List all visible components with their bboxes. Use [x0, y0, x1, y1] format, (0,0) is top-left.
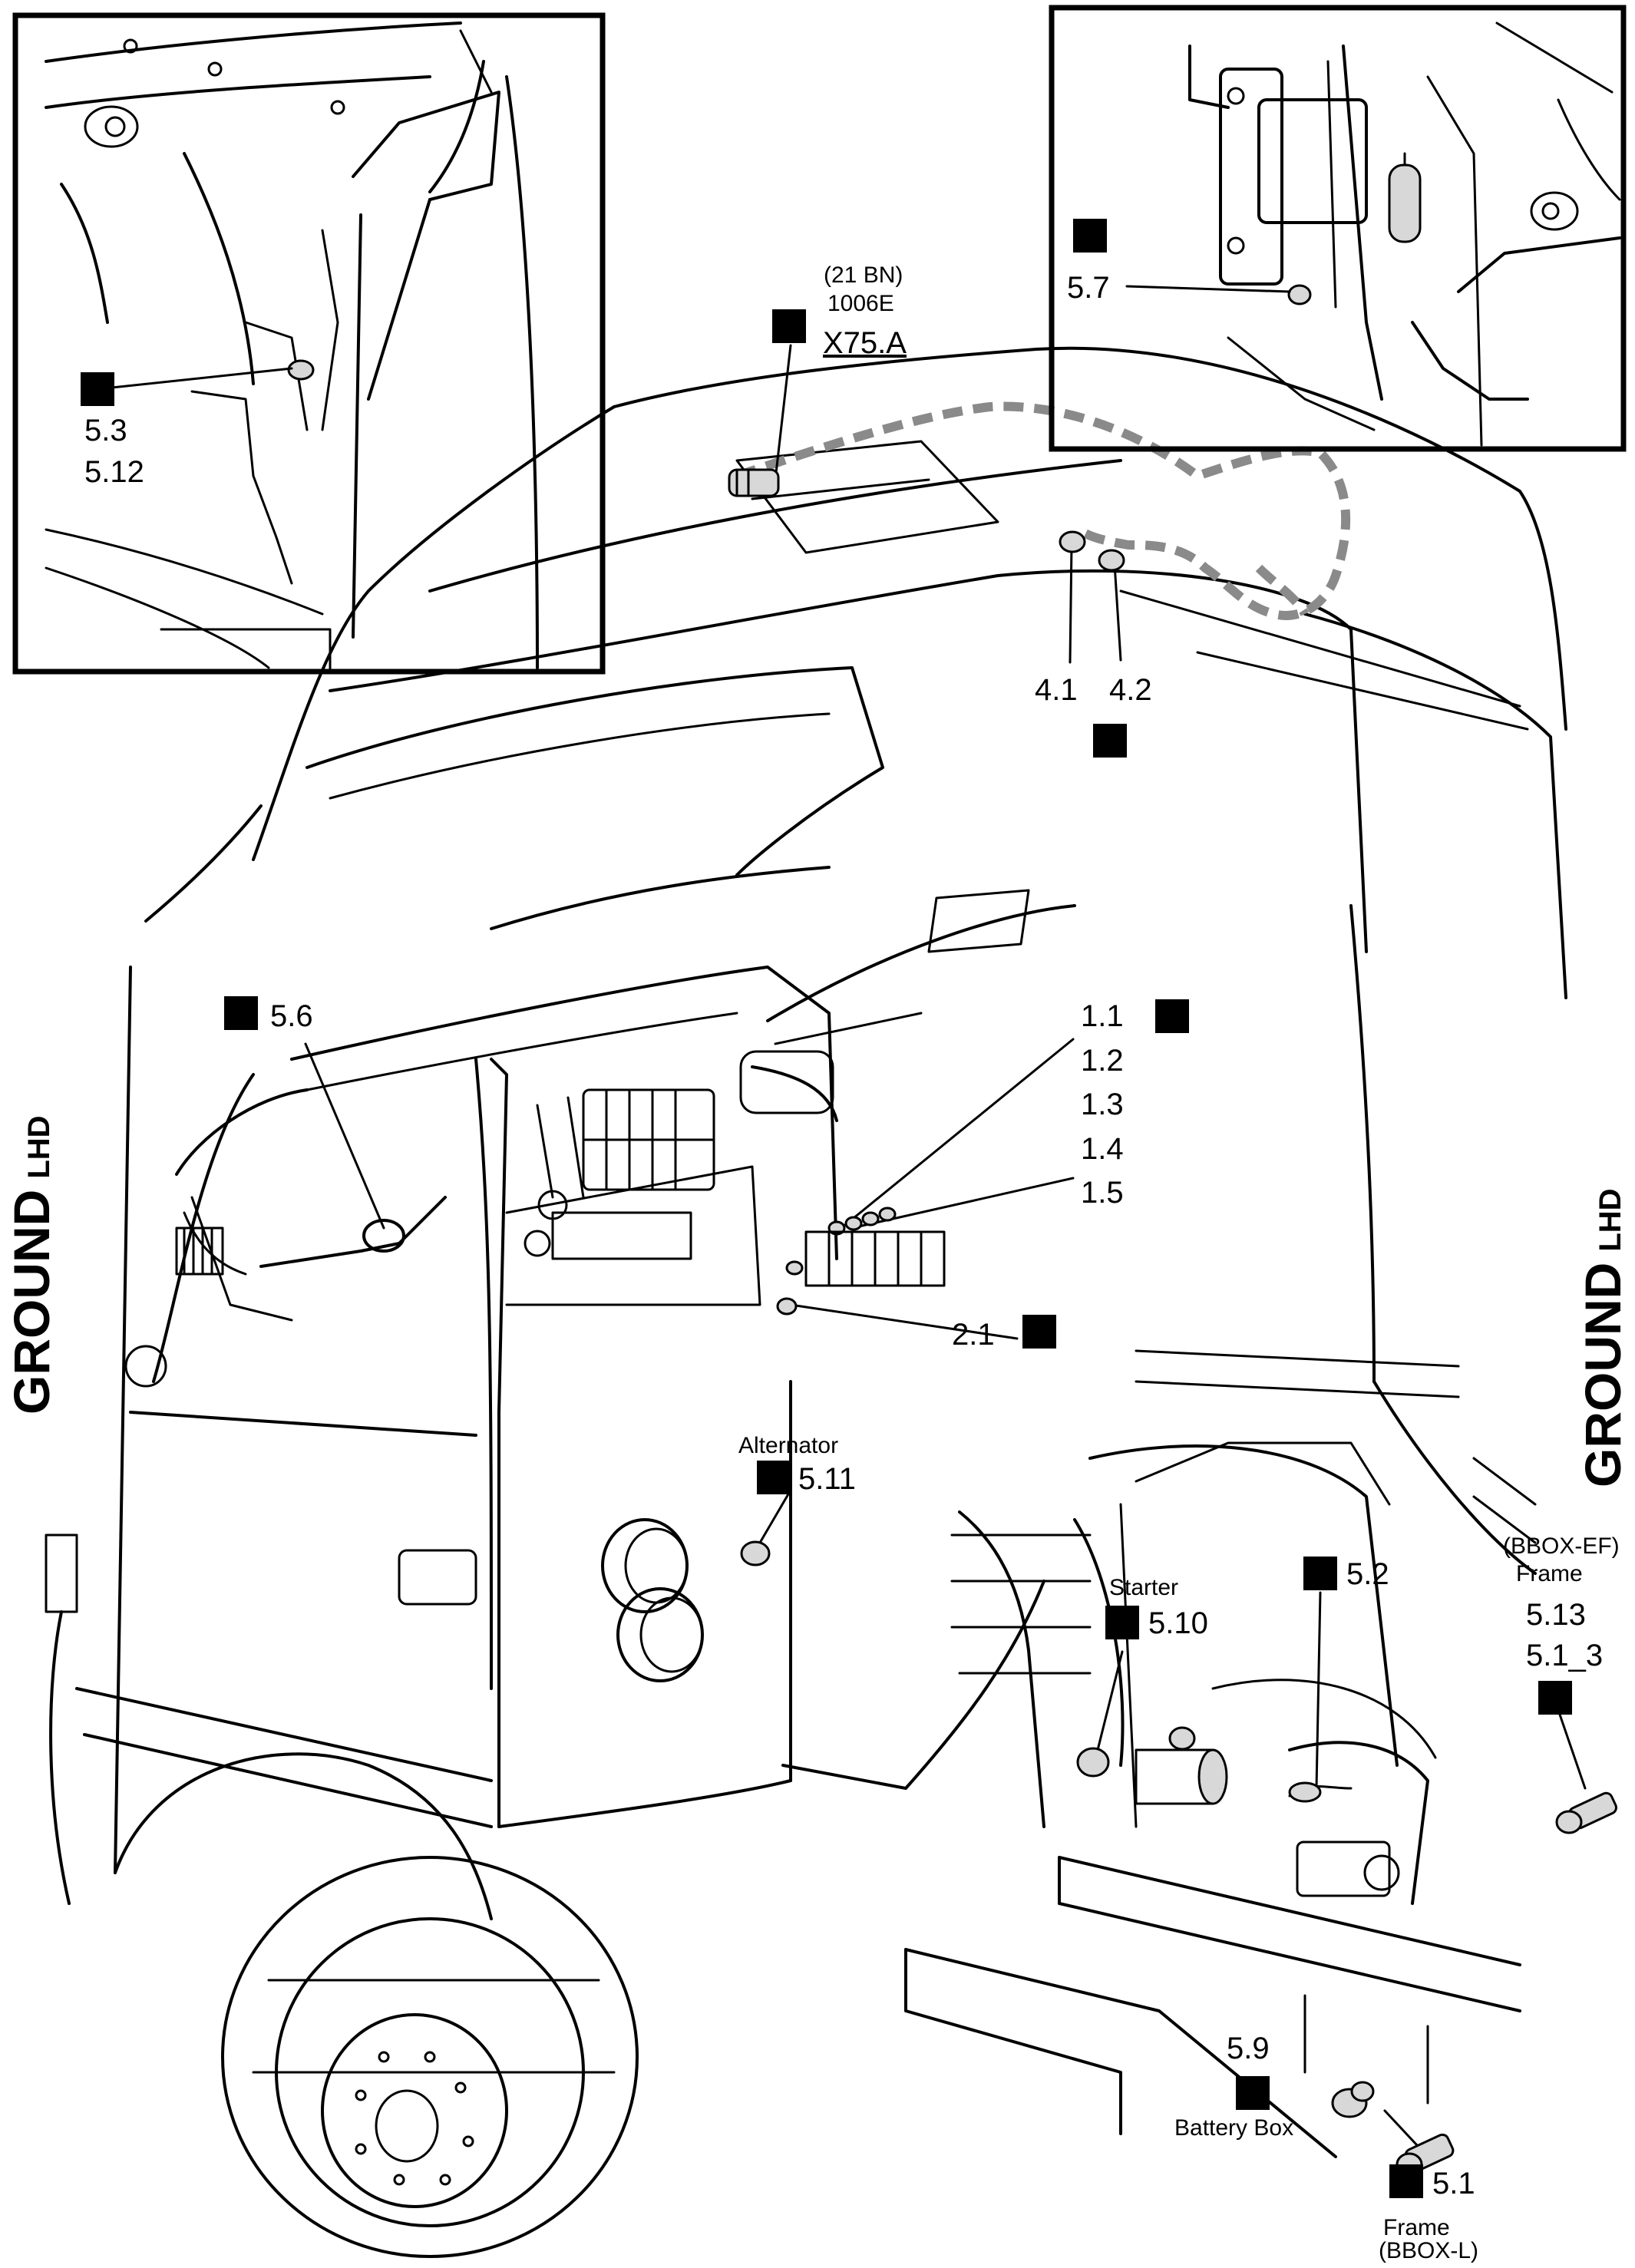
- svg-text:GROUNDLHD: GROUND LHD: [1574, 1188, 1631, 1487]
- ground-bolt-icon: [776, 1297, 798, 1316]
- dash-single-label: 2.1: [952, 1318, 995, 1352]
- alternator-name: Alternator: [738, 1433, 838, 1458]
- alternator-label: 5.11: [798, 1462, 856, 1496]
- ground-symbol-icon: [1236, 2076, 1270, 2110]
- ground-bolt-icon: [728, 468, 780, 497]
- ground-symbol-icon: [1093, 724, 1127, 758]
- battery-box-name: Battery Box: [1174, 2115, 1293, 2141]
- ground-symbol-icon: [1303, 1557, 1337, 1590]
- roof-label-b: 4.2: [1109, 673, 1152, 707]
- ground-symbol-icon: [1389, 2164, 1423, 2198]
- inset-right-label: 5.7: [1067, 271, 1110, 305]
- dash-label-5: 1.5: [1081, 1176, 1124, 1210]
- dash-label-4: 1.4: [1081, 1132, 1124, 1166]
- dash-label-3: 1.3: [1081, 1088, 1124, 1121]
- ground-symbol-icon: [772, 309, 806, 343]
- ground-symbol-icon: [81, 372, 114, 406]
- ground-symbol-icon: [1073, 219, 1107, 253]
- frame-ef-label-2: 5.1_3: [1526, 1639, 1603, 1672]
- ground-symbol-icon: [1105, 1606, 1139, 1639]
- inset-left-box: [12, 12, 606, 675]
- fuse-block: [804, 1230, 946, 1287]
- x75a-connector: X75.A: [823, 326, 907, 360]
- ground-bolt-icon: [785, 1207, 897, 1276]
- side-title-right-sub: LHD: [1594, 1188, 1627, 1251]
- ground-bolt-icon: [1098, 549, 1125, 572]
- ground-bolts: [728, 468, 1617, 2177]
- frame-l-name: Frame: [1383, 2215, 1450, 2240]
- dash-label-2: 1.2: [1081, 1044, 1124, 1078]
- side-title-left-main: GROUND: [3, 1190, 60, 1415]
- ground-bolt-icon: [1076, 1747, 1110, 1778]
- frame-5-2-label: 5.2: [1346, 1557, 1389, 1591]
- ground-symbol-icon: [224, 996, 258, 1030]
- frame-ef-name: Frame: [1516, 1561, 1583, 1586]
- ground-bolt-icon: [1288, 1781, 1353, 1803]
- inset-right-box: [1049, 5, 1627, 452]
- svg-text:GROUNDLHD: GROUND LHD: [3, 1115, 60, 1415]
- roof-label-a: 4.1: [1035, 673, 1078, 707]
- frame-l-code: (BBOX-L): [1379, 2238, 1478, 2263]
- side-title-right-main: GROUND: [1574, 1263, 1631, 1487]
- ground-symbol-icon: [1022, 1315, 1056, 1349]
- ground-symbol-icon: [1538, 1681, 1572, 1715]
- x75a-circuit: 1006E: [827, 291, 894, 316]
- inset-left-label-1: 5.3: [84, 414, 127, 447]
- starter-name: Starter: [1109, 1575, 1178, 1600]
- leader-lines: [96, 285, 1587, 2158]
- x75a-wire-code: (21 BN): [824, 262, 903, 288]
- frame-ef-label-1: 5.13: [1526, 1598, 1586, 1632]
- ground-bolt-icon: [1331, 2081, 1375, 2118]
- starter-label: 5.10: [1148, 1606, 1208, 1640]
- roof-harness-route: [735, 401, 1351, 620]
- ground-symbol-icon: [1155, 999, 1189, 1033]
- ground-bolt-icon: [740, 1540, 771, 1566]
- frame-ef-code: (BBOX-EF): [1503, 1533, 1620, 1559]
- side-title-left-sub: LHD: [22, 1115, 56, 1178]
- dash-label-1: 1.1: [1081, 999, 1124, 1033]
- frame-l-label: 5.1: [1432, 2167, 1475, 2200]
- ground-bolt-icon: [1059, 530, 1086, 553]
- side-title-left: GROUND LHD: [3, 1115, 60, 1415]
- steering-label: 5.6: [270, 999, 313, 1033]
- ground-bolt-icon: [1555, 1791, 1617, 1834]
- ground-symbol-icon: [757, 1461, 791, 1494]
- battery-box-label: 5.9: [1227, 2032, 1270, 2065]
- side-title-right: GROUND LHD: [1574, 1188, 1631, 1487]
- truck-cab-drawing: [45, 346, 1567, 2258]
- inset-left-label-2: 5.12: [84, 455, 144, 489]
